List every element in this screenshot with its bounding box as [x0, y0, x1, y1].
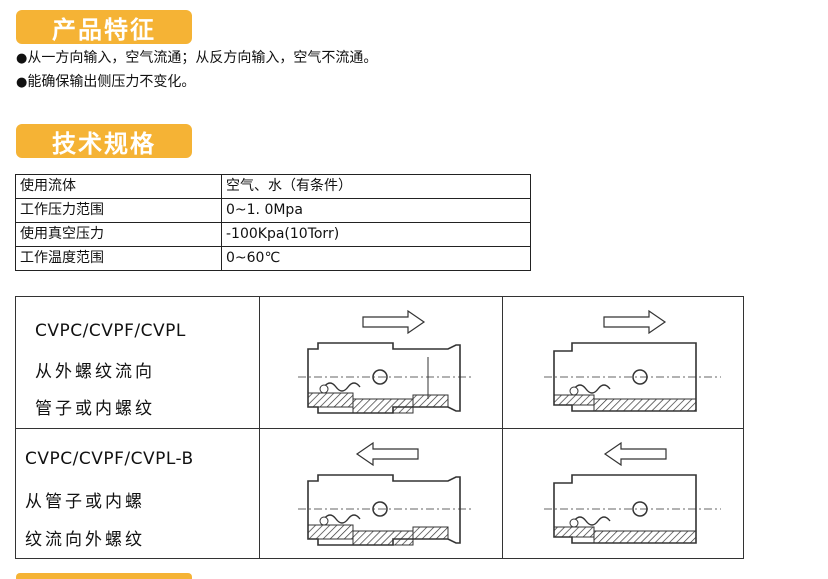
feature-text: 从一方向输入，空气流通；从反方向输入，空气不流通。	[27, 50, 378, 66]
divider	[259, 297, 260, 558]
table-row: 使用流体 空气、水（有条件）	[15, 174, 531, 199]
spec-label: 工作温度范围	[15, 246, 222, 271]
flow-right-arrow-icon	[362, 309, 426, 335]
model-flow-line-1: 从管子或内螺	[25, 492, 145, 512]
flow-left-arrow-icon	[355, 441, 419, 467]
valve-cross-section-push-in	[298, 441, 473, 546]
bullet-icon: ●	[16, 51, 28, 66]
bullet-icon: ●	[16, 75, 28, 90]
model-name: CVPC/CVPF/CVPL	[35, 321, 186, 341]
valve-cross-section-push-in	[298, 309, 473, 414]
spec-value: 0~60℃	[221, 246, 531, 271]
spec-value: 0~1. 0Mpa	[221, 198, 531, 223]
table-row: 工作压力范围 0~1. 0Mpa	[15, 198, 531, 223]
model-flow-line-1: 从外螺纹流向	[35, 362, 155, 382]
spec-table: 使用流体 空气、水（有条件） 工作压力范围 0~1. 0Mpa 使用真空压力 -…	[15, 174, 531, 271]
spec-label: 使用流体	[15, 174, 222, 199]
feature-text: 能确保输出侧压力不变化。	[27, 74, 196, 90]
model-flow-line-2: 管子或内螺纹	[35, 399, 155, 419]
model-name: CVPC/CVPF/CVPL-B	[25, 449, 194, 469]
section-badge-features: 产品特征	[16, 10, 192, 44]
feature-item: ●从一方向输入，空气流通；从反方向输入，空气不流通。	[16, 49, 377, 68]
valve-cross-section-female-thread	[544, 441, 721, 544]
table-row: 使用真空压力 -100Kpa(10Torr)	[15, 222, 531, 247]
flow-left-arrow-icon	[603, 441, 667, 467]
next-section-badge	[16, 573, 192, 579]
spec-value: 空气、水（有条件）	[221, 174, 531, 199]
table-row: 工作温度范围 0~60℃	[15, 246, 531, 271]
section-badge-specs: 技术规格	[16, 124, 192, 158]
spec-label: 工作压力范围	[15, 198, 222, 223]
section-title-specs: 技术规格	[52, 129, 156, 158]
valve-cross-section-female-thread	[544, 309, 721, 412]
model-flow-line-2: 纹流向外螺纹	[25, 530, 145, 550]
divider	[502, 297, 503, 558]
spec-label: 使用真空压力	[15, 222, 222, 247]
model-diagram-table: CVPC/CVPF/CVPL 从外螺纹流向 管子或内螺纹 CVPC/CVPF/C…	[15, 296, 744, 559]
section-title-features: 产品特征	[52, 15, 156, 44]
flow-right-arrow-icon	[603, 309, 667, 335]
divider	[16, 428, 743, 429]
feature-item: ●能确保输出侧压力不变化。	[16, 73, 195, 92]
spec-value: -100Kpa(10Torr)	[221, 222, 531, 247]
